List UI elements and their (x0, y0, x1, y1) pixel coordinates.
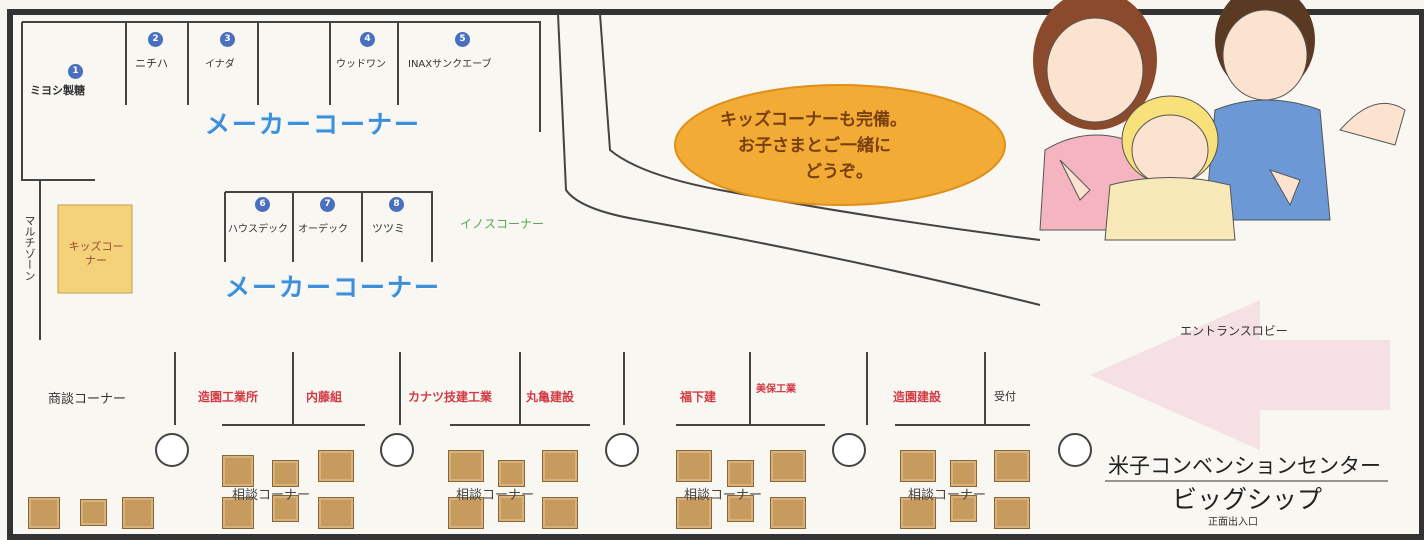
consult-box (80, 499, 107, 526)
maker-name-7: オーデック (298, 224, 348, 235)
reception-label: 受付 (994, 390, 1016, 403)
bubble-line-2: お子さまとご一緒に (738, 136, 891, 156)
consult-box (770, 450, 806, 482)
round-table-2 (380, 433, 414, 467)
maker-name-3: イナダ (205, 59, 235, 70)
consult-corner-left: 商談コーナー (48, 392, 127, 407)
consult-box (498, 495, 525, 522)
bubble-line-3: どうぞ。 (805, 162, 873, 182)
maker-number-6: 6 (255, 197, 270, 212)
booth-2: 内藤組 (306, 390, 343, 404)
round-table-3 (605, 433, 639, 467)
maker-name-8: ツツミ (372, 222, 405, 235)
consult-corner-3: 相談コーナー (684, 488, 763, 503)
consult-box (272, 460, 299, 487)
maker-name-4: ウッドワン (336, 59, 386, 70)
consult-box (222, 497, 254, 529)
consult-box (28, 497, 60, 529)
maker-name-1: ミヨシ製糖 (30, 84, 85, 97)
consult-box (122, 497, 154, 529)
main-entrance-label: 正面出入口 (1208, 517, 1258, 528)
consult-box (727, 495, 754, 522)
kids-speech-bubble (674, 84, 1006, 206)
hall-curve-wall (557, 13, 1041, 306)
round-table-1 (155, 433, 189, 467)
kids-corner-label: キッズコーナー (68, 240, 124, 267)
booth-1: 造園工業所 (198, 390, 259, 404)
consult-box (676, 497, 712, 529)
maker-number-1: 1 (68, 64, 83, 79)
kids-corner-area (57, 204, 133, 294)
consult-box (727, 460, 754, 487)
bubble-line-1: キッズコーナーも完備。 (720, 110, 907, 130)
consult-corner-4: 相談コーナー (908, 488, 987, 503)
consult-box (498, 460, 525, 487)
maker-booth-walls-top (21, 21, 541, 181)
inox-corner-label: イノスコーナー (460, 217, 545, 231)
venue-name: 米子コンベンションセンター (1108, 454, 1381, 478)
booth-7: 造園建設 (893, 390, 942, 404)
consult-box (448, 450, 484, 482)
consult-box (900, 497, 936, 529)
booth-row-walls (174, 352, 1030, 426)
maker-name-6: ハウスデック (228, 224, 288, 235)
maker-booth-walls-mid (224, 191, 433, 262)
maker-number-3: 3 (220, 32, 235, 47)
consult-box (900, 450, 936, 482)
maker-number-8: 8 (389, 197, 404, 212)
maker-name-5: INAXサンクエーブ (408, 59, 492, 70)
consult-box (676, 450, 712, 482)
maker-number-7: 7 (320, 197, 335, 212)
round-table-4 (832, 433, 866, 467)
maker-number-5: 5 (455, 32, 470, 47)
consult-box (318, 450, 354, 482)
family-illustration (1033, 0, 1406, 241)
consult-box (318, 497, 354, 529)
consult-box (222, 455, 254, 487)
consult-box (950, 495, 977, 522)
consult-box (770, 497, 806, 529)
consult-box (994, 497, 1030, 529)
booth-6: 美保工業 (756, 384, 796, 395)
entrance-arrow (1090, 300, 1390, 450)
maker-number-4: 4 (360, 32, 375, 47)
consult-box (448, 497, 484, 529)
maker-name-2: ニチハ (135, 57, 168, 70)
consult-box (950, 460, 977, 487)
consult-corner-2: 相談コーナー (456, 488, 535, 503)
round-table-5 (1058, 433, 1092, 467)
maker-corner-title-mid: メーカーコーナー (225, 273, 442, 302)
venue-subname: ビッグシップ (1172, 485, 1323, 514)
booth-4: 丸亀建設 (526, 390, 575, 404)
entrance-lobby-label: エントランスロビー (1180, 324, 1288, 338)
booth-3: カナツ技建工業 (408, 390, 493, 404)
maker-corner-title-top: メーカーコーナー (205, 110, 422, 139)
consult-corner-1: 相談コーナー (232, 488, 311, 503)
consult-box (994, 450, 1030, 482)
maker-number-2: 2 (148, 32, 163, 47)
consult-box (542, 450, 578, 482)
consult-box (542, 497, 578, 529)
consult-box (272, 495, 299, 522)
multi-zone-label: マルチゾーン (23, 215, 36, 281)
booth-5: 福下建 (680, 390, 717, 404)
